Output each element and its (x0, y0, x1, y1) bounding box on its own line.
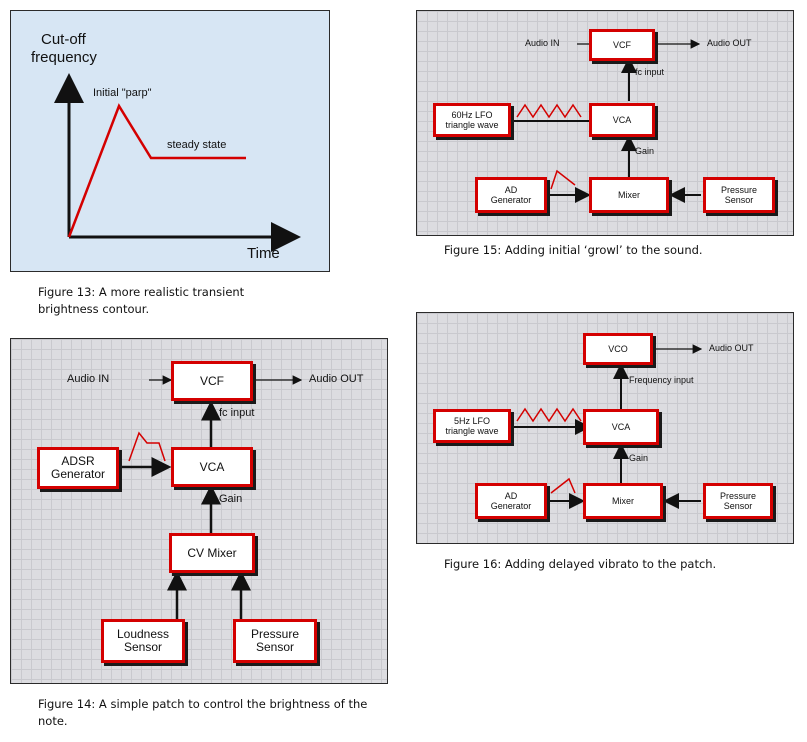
fig16-vca-box: VCA (583, 409, 659, 445)
fig16-pressure-box: Pressure Sensor (703, 483, 773, 519)
fig16-vco-box: VCO (583, 333, 653, 365)
fig16-freq-input-label: Frequency input (629, 375, 694, 385)
fig14-adsr-box: ADSR Generator (37, 447, 119, 489)
fig15-fc-input-label: fc input (635, 67, 665, 77)
fig14-fc-input-label: fc input (219, 407, 255, 419)
fig16-ad-box: AD Generator (475, 483, 547, 519)
fig14-adsr-envelope (128, 431, 166, 462)
fig15-gain-label: Gain (635, 146, 655, 156)
fig13-peak-label: Initial "parp" (93, 87, 152, 99)
fig14-loudness-box: Loudness Sensor (101, 619, 185, 663)
fig14-audio-in-label: Audio IN (67, 373, 110, 385)
fig14-panel: VCF VCA ADSR Generator CV Mixer Loudness… (10, 338, 388, 684)
fig16-audio-out-label: Audio OUT (709, 343, 754, 353)
fig15-caption: Figure 15: Adding initial ‘growl’ to the… (444, 243, 703, 257)
fig15-ad-box: AD Generator (475, 177, 547, 213)
fig16-lfo-box: 5Hz LFO triangle wave (433, 409, 511, 443)
fig15-ad-envelope (550, 169, 576, 190)
fig14-caption: Figure 14: A simple patch to control the… (38, 697, 368, 728)
fig13-panel: Cut-off frequency Time Initial "parp" st… (10, 10, 330, 272)
fig14-vcf-box: VCF (171, 361, 253, 401)
fig13-ylabel-1: Cut-off (41, 31, 86, 48)
fig13-caption: Figure 13: A more realistic transient br… (38, 285, 245, 316)
fig15-panel: VCF VCA 60Hz LFO triangle wave AD Genera… (416, 10, 794, 236)
fig15-triangle-wave (516, 103, 582, 119)
fig16-caption: Figure 16: Adding delayed vibrato to the… (444, 557, 717, 571)
fig13-steady-label: steady state (167, 139, 227, 151)
fig14-gain-label: Gain (219, 493, 243, 505)
fig13-contour-line (67, 103, 246, 238)
fig16-triangle-wave (516, 407, 582, 423)
fig14-audio-out-label: Audio OUT (309, 373, 364, 385)
fig13-graph (54, 73, 301, 252)
fig16-ad-envelope (550, 477, 576, 494)
fig14-mixer-box: CV Mixer (169, 533, 255, 573)
fig14-pressure-box: Pressure Sensor (233, 619, 317, 663)
fig15-vcf-box: VCF (589, 29, 655, 61)
fig15-vca-box: VCA (589, 103, 655, 137)
fig16-mixer-box: Mixer (583, 483, 663, 519)
fig13-xlabel: Time (247, 245, 280, 262)
fig15-pressure-box: Pressure Sensor (703, 177, 775, 213)
fig14-vca-box: VCA (171, 447, 253, 487)
fig15-audio-in-label: Audio IN (525, 38, 560, 48)
fig15-lfo-box: 60Hz LFO triangle wave (433, 103, 511, 137)
fig16-panel: VCO VCA 5Hz LFO triangle wave AD Generat… (416, 312, 794, 544)
fig16-gain-label: Gain (629, 453, 649, 463)
fig13-ylabel-2: frequency (31, 49, 97, 66)
fig15-mixer-box: Mixer (589, 177, 669, 213)
fig15-audio-out-label: Audio OUT (707, 38, 752, 48)
